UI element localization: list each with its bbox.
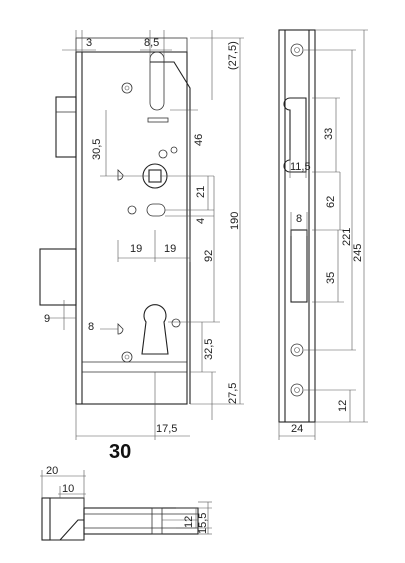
dim-27-5-bottom: 27,5 [227, 383, 239, 404]
lock-case-outline [75, 51, 188, 405]
dim-27-5-top: (27,5) [227, 41, 239, 70]
euro-cylinder-cutout [141, 304, 169, 355]
dim-24: 24 [291, 423, 303, 435]
dim-21: 21 [195, 186, 207, 198]
dead-bolt [39, 248, 77, 306]
screw-hole-icon [290, 383, 304, 397]
side-faceplate [41, 497, 51, 541]
dim-62: 62 [325, 196, 337, 208]
faceplate-view: 33 11,5 62 8 221 245 35 12 24 [278, 29, 368, 440]
side-dimension-lines [40, 470, 212, 535]
dim-35: 35 [325, 272, 337, 284]
dim-245: 245 [352, 244, 364, 262]
screw-icon [121, 82, 133, 94]
dim-4: 4 [195, 218, 207, 224]
dim-3: 3 [86, 37, 92, 49]
latch-bolt [55, 96, 77, 158]
body-dimension-lines [48, 30, 244, 440]
dim-19-left: 19 [130, 243, 142, 255]
dim-32-5: 32,5 [203, 339, 215, 360]
dim-8-lower: 8 [88, 321, 94, 333]
side-case [83, 507, 199, 535]
screw-hole-icon [290, 343, 304, 357]
dim-20: 20 [46, 465, 58, 477]
screw-icon [121, 351, 133, 363]
dim-8-front: 8 [296, 213, 302, 225]
faceplate-dimension-lines [278, 29, 368, 440]
dim-8-5: 8,5 [144, 37, 159, 49]
dim-46: 46 [193, 134, 205, 146]
dim-10: 10 [62, 483, 74, 495]
dim-12-front: 12 [337, 400, 349, 412]
dim-19-right: 19 [164, 243, 176, 255]
dim-9: 9 [44, 313, 50, 325]
dim-15-5: 15,5 [197, 513, 209, 534]
screw-icon [127, 205, 137, 215]
dim-30-5: 30,5 [91, 139, 103, 160]
faceplate-outline [278, 29, 316, 423]
dim-12-side: 12 [183, 516, 195, 528]
dim-33: 33 [323, 128, 335, 140]
bolt-opening [290, 229, 308, 303]
screw-icon [171, 318, 181, 328]
side-section-view: 20 10 12 15,5 [40, 465, 212, 541]
dim-11-5: 11,5 [290, 161, 311, 173]
screw-hole-icon [290, 43, 304, 57]
dim-92: 92 [203, 250, 215, 262]
dim-17-5: 17,5 [156, 423, 177, 435]
dim-221: 221 [341, 228, 353, 246]
dim-190: 190 [229, 212, 241, 230]
lock-body-view: 3 8,5 (27,5) 30,5 46 21 4 19 19 92 190 9… [39, 30, 244, 440]
square-follower [148, 169, 162, 183]
figure-label: 30 [109, 441, 131, 463]
